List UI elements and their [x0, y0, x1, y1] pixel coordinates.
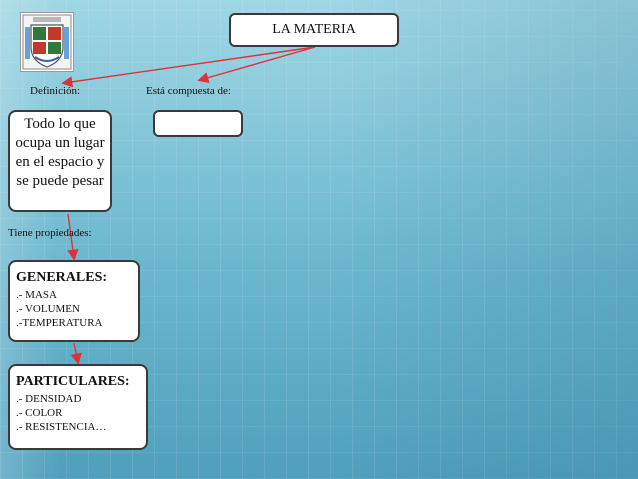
- label-definicion: Definición:: [30, 85, 81, 97]
- generales-item: .-TEMPERATURA: [16, 317, 103, 329]
- particulares-item: .- COLOR: [16, 407, 63, 419]
- particulares-box: PARTICULARES: .- DENSIDAD .- COLOR .- RE…: [8, 364, 148, 450]
- particulares-heading: PARTICULARES:: [16, 374, 130, 389]
- particulares-item: .- RESISTENCIA…: [16, 421, 107, 433]
- background-shade: [338, 0, 638, 479]
- composition-box: [153, 110, 243, 137]
- title-box: LA MATERIA: [229, 13, 399, 47]
- arrow-to-definicion: [61, 46, 316, 88]
- label-propiedades: Tiene propiedades:: [8, 227, 92, 239]
- page-title: LA MATERIA: [272, 22, 356, 37]
- label-compuesta: Está compuesta de:: [146, 85, 231, 97]
- arrow-to-compuesta: [197, 46, 316, 84]
- generales-item: .- VOLUMEN: [16, 303, 80, 315]
- arrow-to-particulares: [70, 342, 82, 365]
- definition-box: Todo lo que ocupa un lugar en el espacio…: [8, 110, 112, 212]
- generales-heading: GENERALES:: [16, 270, 108, 285]
- particulares-item: .- DENSIDAD: [16, 393, 82, 405]
- definition-text: Todo lo que ocupa un lugar en el espacio…: [15, 116, 105, 189]
- generales-item: .- MASA: [16, 289, 57, 301]
- generales-box: GENERALES: .- MASA .- VOLUMEN .-TEMPERAT…: [8, 260, 140, 342]
- arrow-to-generales: [67, 213, 79, 261]
- school-crest-icon: [20, 12, 74, 72]
